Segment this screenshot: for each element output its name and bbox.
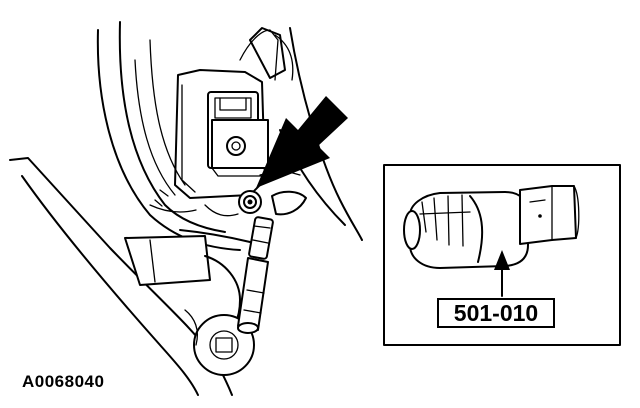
tool-number-label: 501-010: [437, 298, 555, 328]
pointer-arrow: [256, 96, 348, 188]
tool-number-text: 501-010: [453, 299, 539, 326]
socket-tool-drawing: [403, 185, 580, 269]
door-pillar-assembly: [96, 21, 363, 251]
inset-arrow: [494, 250, 510, 297]
lower-arm-structure: [9, 157, 255, 396]
extension-tool: [237, 216, 274, 334]
figure-id-label: A0068040: [22, 372, 105, 391]
